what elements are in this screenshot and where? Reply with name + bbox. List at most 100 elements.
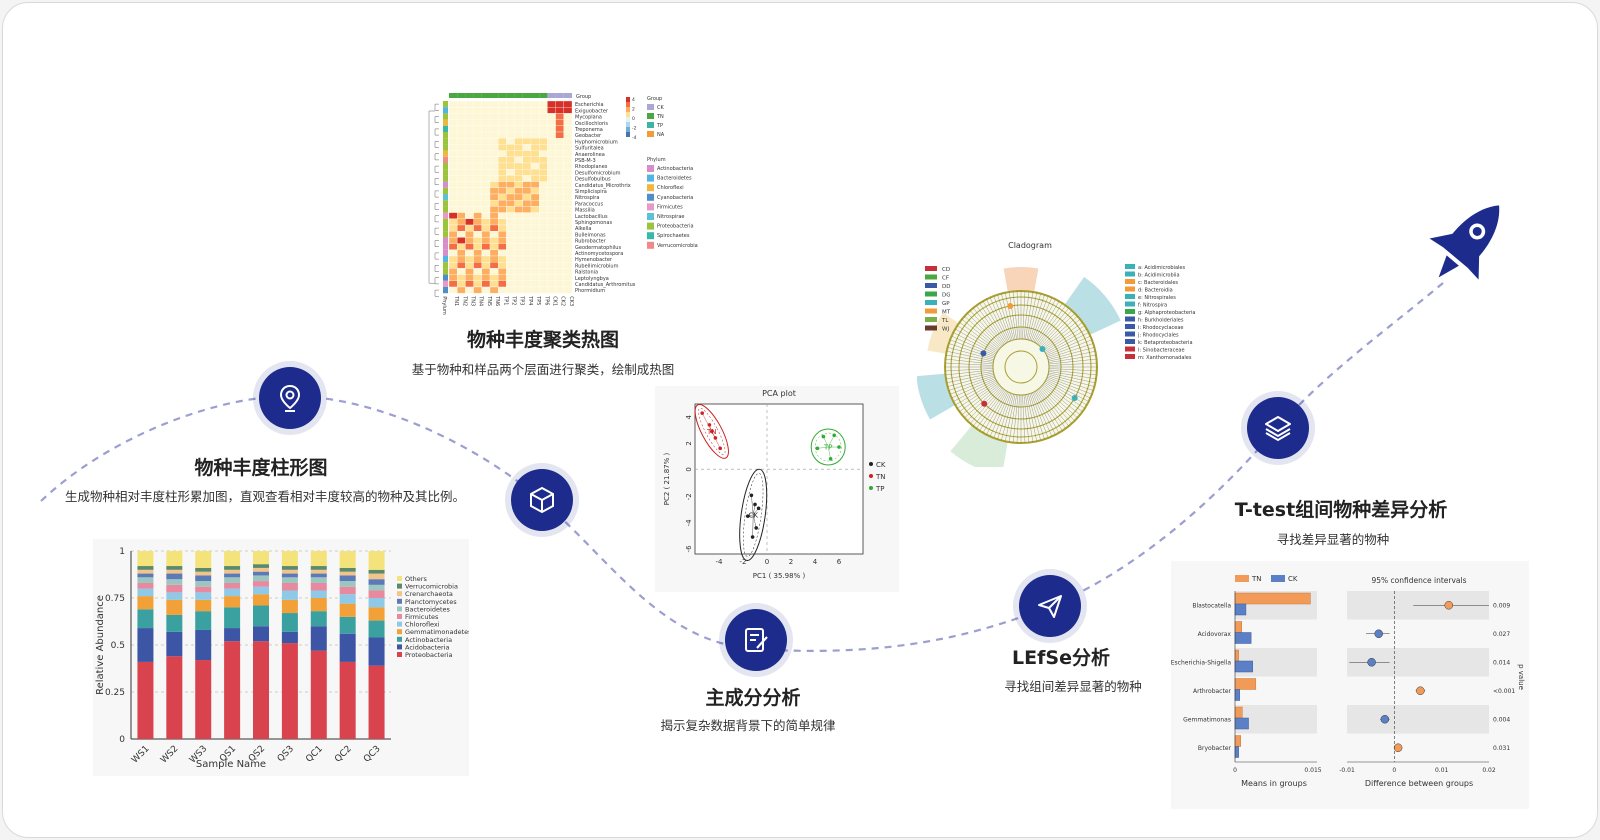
bar-segment-gemmatimonadetes [166, 599, 183, 615]
location-pin-icon [279, 384, 301, 412]
legend-swatch [397, 606, 402, 612]
heatmap-cell [498, 119, 507, 126]
group-annotation-cell [539, 93, 548, 98]
heatmap-cell [539, 162, 548, 170]
bar-segment-chloroflexi [339, 594, 356, 604]
phylum-legend-label: Bacteroidetes [657, 176, 692, 182]
p-value-label: <0.001 [1493, 688, 1515, 695]
legend-swatch [397, 636, 402, 642]
pca-point [707, 423, 712, 427]
cladogram-branch [1048, 358, 1097, 365]
heatmap-cell [514, 156, 523, 164]
phylum-annotation-cell [443, 262, 448, 269]
bar-segment-proteobacteria [224, 641, 241, 739]
step-node-ttest[interactable] [1247, 397, 1309, 459]
heatmap-column-label: TP3 [519, 295, 525, 305]
heatmap-cell [448, 280, 458, 288]
p-value-label: 0.031 [1493, 745, 1510, 752]
heatmap-cell [555, 175, 564, 182]
heatmap-cell [465, 181, 474, 188]
category-label: Acidovorax [1198, 631, 1232, 638]
heatmap-cell [563, 119, 573, 126]
x-tick-label: QC2 [333, 744, 354, 765]
x-axis-label: Sample Name [196, 759, 266, 770]
heatmap-cell [506, 181, 515, 188]
clade-legend-label: i: Rhodocyclaceae [1138, 325, 1183, 331]
heatmap-cell [506, 107, 515, 114]
legend-label: Acidobacteria [405, 643, 450, 651]
bar-segment-chloroflexi [253, 586, 269, 595]
phylum-annotation-cell [443, 125, 448, 132]
group-annotation-cell [481, 93, 490, 98]
heatmap-cell [539, 206, 548, 213]
cladogram-branch [1025, 394, 1034, 443]
phylum-legend-label: Chloroflexi [657, 185, 684, 191]
phylum-annotation-cell [443, 113, 448, 120]
heatmap-row-label: Geodermatophilus [575, 245, 621, 251]
p-value-label: 0.004 [1493, 716, 1510, 723]
cladogram-branch [1041, 316, 1078, 349]
bar-chart-title: 物种丰度柱形图 [194, 457, 328, 479]
bar-segment-acidobacteria [281, 631, 298, 644]
heatmap-cell [530, 162, 540, 170]
heatmap-cell [539, 231, 548, 238]
heatmap-column-label: TN1 [453, 295, 459, 306]
heatmap-cell [506, 274, 515, 281]
clade-legend-swatch [1125, 331, 1135, 337]
row-dendrogram-branch [434, 190, 439, 198]
heatmap-cell [481, 175, 491, 182]
clade-legend-swatch [1125, 279, 1135, 284]
bar-segment-proteobacteria [253, 641, 269, 739]
heatmap-cell [465, 119, 474, 126]
pca-point [700, 411, 704, 415]
heatmap-cell [473, 243, 482, 250]
step-node-box[interactable] [511, 469, 573, 531]
heatmap-cell [481, 131, 491, 139]
cladogram-branch [1030, 295, 1049, 341]
heatmap-cell [547, 286, 556, 294]
heatmap-cell [489, 193, 499, 201]
heatmap-cell [448, 255, 458, 263]
step-node-pca[interactable] [725, 609, 787, 671]
heatmap-cell [498, 243, 507, 250]
heatmap-cell [465, 187, 474, 195]
heatmap-cell [514, 144, 523, 151]
heatmap-cell [473, 138, 482, 145]
row-dendrogram-branch [434, 103, 439, 111]
heatmap-cell [448, 113, 458, 120]
heatmap-cell [448, 169, 458, 176]
heatmap-cell [465, 125, 474, 133]
heatmap-cell [539, 255, 548, 263]
group-annotation-cell [457, 93, 466, 98]
bar-segment-firmicutes [339, 586, 356, 595]
step-node-lefse[interactable] [1019, 575, 1081, 637]
heatmap-row-label: Massilia [575, 208, 595, 214]
heatmap-column-label: CK2 [560, 296, 566, 306]
legend-swatch [397, 576, 402, 581]
heatmap-cell [473, 144, 482, 151]
heatmap-cell [457, 231, 466, 238]
category-label: Blastocatella [1192, 602, 1231, 609]
ttest-title: T-test组间物种差异分析 [1234, 499, 1448, 521]
heatmap-cell [457, 206, 466, 213]
phylum-annotation-cell [443, 237, 448, 244]
step-node-bar[interactable] [259, 367, 321, 429]
heatmap-cell [563, 193, 573, 201]
heatmap-cell [457, 169, 466, 176]
heatmap-cell [481, 255, 491, 263]
legend-label: TN [875, 473, 886, 481]
heatmap-cell [530, 113, 540, 120]
clade-legend-swatch [1125, 264, 1135, 269]
mean-bar-ck [1234, 689, 1240, 701]
clade-legend-label: c: Bacteroidales [1138, 280, 1178, 286]
heatmap-cell [522, 206, 532, 213]
heatmap-cell [547, 274, 556, 281]
heatmap-cell [547, 175, 556, 182]
heatmap-row-label: Leptolyngbya [575, 276, 609, 282]
legend-label: Actinobacteria [405, 636, 452, 644]
heatmap-cell [498, 231, 507, 238]
heatmap-cell [473, 255, 482, 263]
heatmap-cell [539, 150, 548, 157]
heatmap-cell [555, 200, 564, 207]
